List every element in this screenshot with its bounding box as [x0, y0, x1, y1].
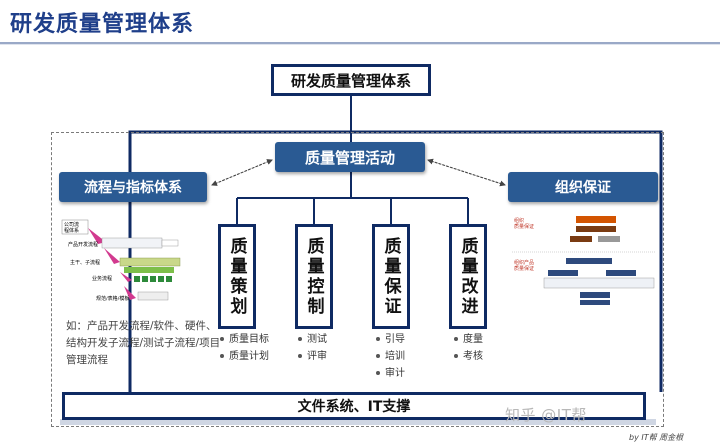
svg-text:公司流: 公司流	[64, 221, 79, 228]
bullet-list-planning: 质量目标 质量计划	[220, 331, 269, 365]
list-item: 考核	[454, 348, 483, 365]
list-item: 培训	[376, 348, 405, 365]
column-box-planning: 质量策划	[218, 224, 256, 329]
dashed-frame	[51, 132, 664, 427]
watermark-text: 知乎 @IT帮	[505, 406, 587, 424]
list-item: 质量计划	[220, 348, 269, 365]
column-box-control: 质量控制	[295, 224, 333, 329]
process-hierarchy-thumbnail: 公司流 程体系 产品开发流程 主干、子流程 业务流程 规范/表格/模板	[61, 219, 181, 302]
title-divider	[0, 42, 720, 44]
author-credit: by IT帮 周金根	[629, 433, 684, 442]
svg-text:规范/表格/模板: 规范/表格/模板	[96, 295, 129, 302]
org-structure-thumbnail: 组织 质量保证 组织产品 质量保证	[512, 216, 656, 305]
svg-text:主干、子流程: 主干、子流程	[70, 259, 100, 266]
list-item: 评审	[298, 348, 327, 365]
list-item: 测试	[298, 331, 327, 348]
list-item: 度量	[454, 331, 483, 348]
svg-text:业务流程: 业务流程	[92, 275, 112, 282]
page-title: 研发质量管理体系	[10, 12, 195, 37]
top-system-box: 研发质量管理体系	[271, 64, 431, 96]
column-box-improvement: 质量改进	[449, 224, 487, 329]
svg-text:质量保证: 质量保证	[514, 265, 534, 272]
bullet-list-assurance: 引导 培训 审计	[376, 331, 405, 382]
bottom-bar-shadow	[60, 419, 656, 425]
column-box-assurance: 质量保证	[372, 224, 410, 329]
svg-text:组织产品: 组织产品	[514, 259, 534, 266]
document-it-support-bar: 文件系统、IT支撑	[62, 392, 646, 420]
bullet-list-improvement: 度量 考核	[454, 331, 483, 365]
list-item: 质量目标	[220, 331, 269, 348]
list-item: 引导	[376, 331, 405, 348]
svg-text:质量保证: 质量保证	[514, 223, 534, 230]
org-assurance-box: 组织保证	[508, 172, 658, 202]
list-item: 审计	[376, 365, 405, 382]
bullet-list-control: 测试 评审	[298, 331, 327, 365]
process-example-note: 如：产品开发流程/软件、硬件、结构开发子流程/测试子流程/项目管理流程	[66, 320, 221, 366]
process-metrics-box: 流程与指标体系	[59, 172, 207, 202]
svg-text:产品开发流程: 产品开发流程	[68, 241, 98, 248]
quality-activities-box: 质量管理活动	[275, 142, 425, 172]
svg-text:程体系: 程体系	[64, 227, 79, 234]
title-divider-shade	[0, 44, 720, 45]
svg-text:组织: 组织	[514, 217, 524, 224]
